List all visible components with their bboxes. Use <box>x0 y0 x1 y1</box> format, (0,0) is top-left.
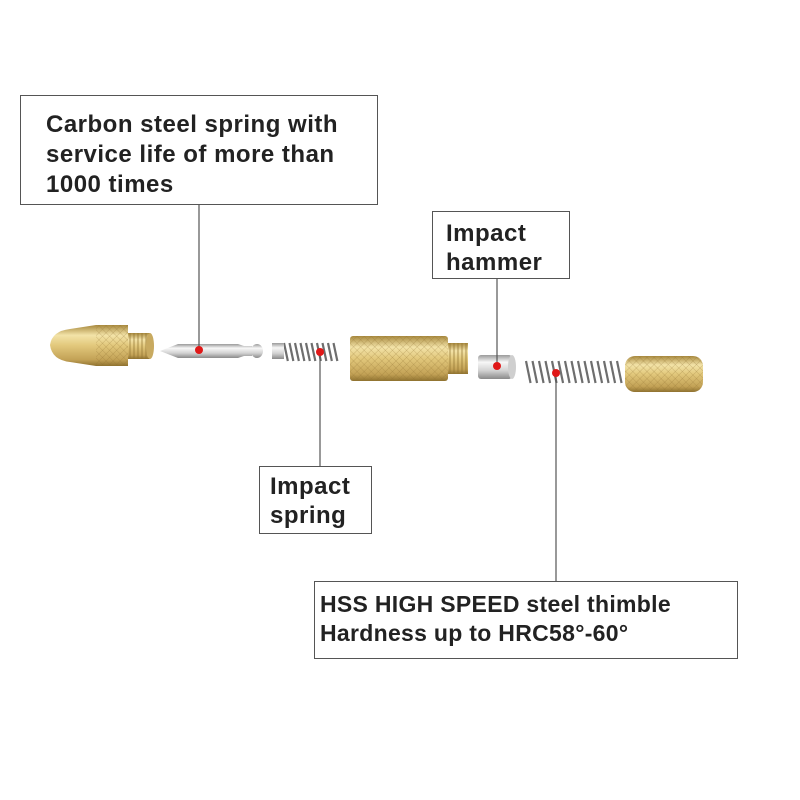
spring-coil <box>576 360 584 384</box>
spring-coil <box>288 342 295 362</box>
callout-spring-line-2: spring <box>270 502 347 529</box>
marker-dot-hammer <box>493 362 501 370</box>
marker-dot-hss <box>552 369 560 377</box>
end-cap <box>625 356 703 392</box>
spring-coil <box>531 360 539 384</box>
callout-hss-line-2: Hardness up to HRC58°-60° <box>320 620 629 646</box>
callout-hss-line-1: HSS HIGH SPEED steel thimble <box>320 591 671 617</box>
spring-coil <box>293 342 300 362</box>
spring-coil <box>596 360 604 384</box>
spring-coil <box>563 360 571 384</box>
callout-carbon-steel-spring: Carbon steel spring with service life of… <box>20 95 378 205</box>
callout-hammer-line-2: hammer <box>446 249 543 276</box>
body-tube <box>350 336 468 381</box>
spring-coil <box>310 342 317 362</box>
tip-cap <box>50 325 154 366</box>
callout-hammer-line-1: Impact <box>446 220 527 247</box>
spring-coil <box>557 360 565 384</box>
spring-coil <box>332 342 339 362</box>
callout-impact-spring: Impact spring <box>259 466 372 534</box>
main-spring <box>524 360 623 384</box>
callout-hss-thimble: HSS HIGH SPEED steel thimble Hardness up… <box>314 581 738 659</box>
spring-coil <box>282 342 289 362</box>
spring-coil <box>299 342 306 362</box>
spring-coil <box>570 360 578 384</box>
spring-coil <box>321 342 328 362</box>
callout-carbon-line-3: 1000 times <box>46 171 174 198</box>
spring-coil <box>537 360 545 384</box>
spring-coil <box>544 360 552 384</box>
spring-coil <box>615 360 623 384</box>
spring-coil <box>602 360 610 384</box>
callout-carbon-line-2: service life of more than <box>46 141 335 168</box>
impact-spring <box>272 342 339 362</box>
spring-coil <box>609 360 617 384</box>
steel-pin <box>160 344 263 358</box>
spring-coil <box>326 342 333 362</box>
spring-coil <box>524 360 532 384</box>
spring-coil <box>589 360 597 384</box>
callout-carbon-line-1: Carbon steel spring with <box>46 111 339 138</box>
spring-coil <box>583 360 591 384</box>
callout-spring-line-1: Impact <box>270 473 351 500</box>
marker-dot-spring <box>316 348 324 356</box>
callout-impact-hammer: Impact hammer <box>432 211 570 279</box>
marker-dot-carbon <box>195 346 203 354</box>
spring-coil <box>304 342 311 362</box>
